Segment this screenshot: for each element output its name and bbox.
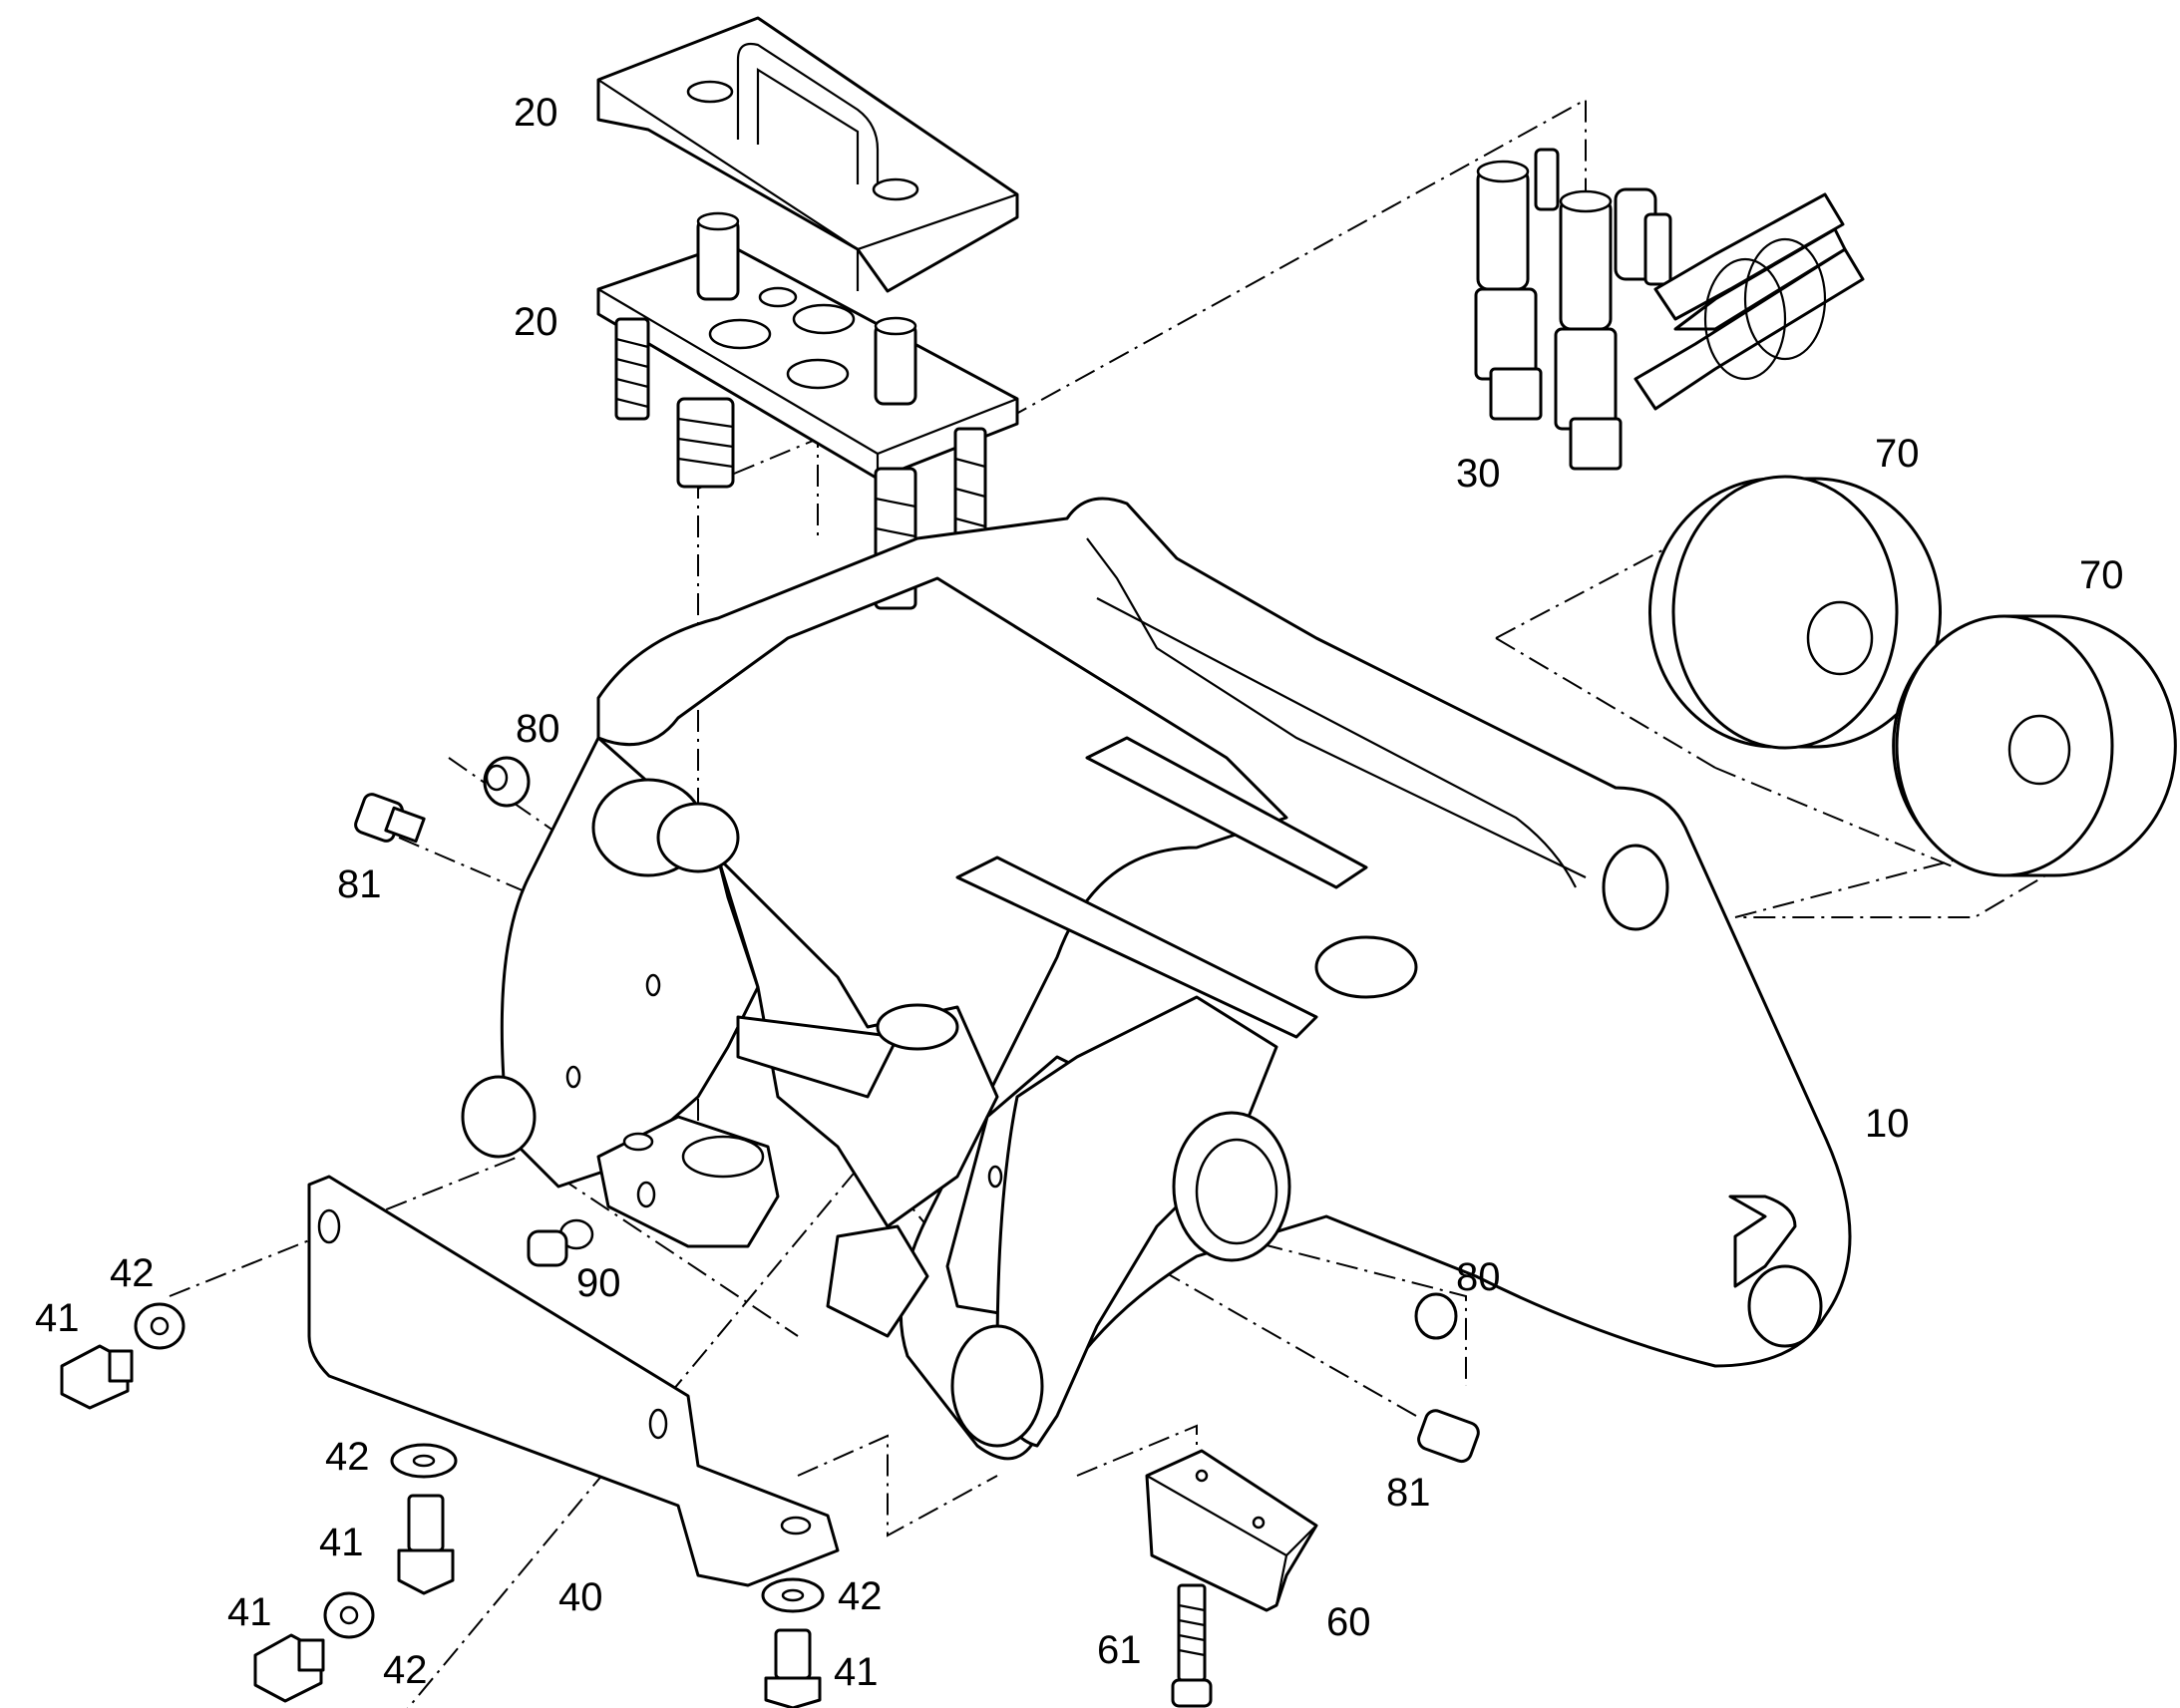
label-bolt-lower-left: 41 — [227, 1590, 272, 1634]
guard-plate-part — [307, 1175, 840, 1587]
label-wedge-screw: 61 — [1097, 1628, 1142, 1672]
label-guard-plate: 40 — [558, 1575, 603, 1619]
label-washer-upper-left: 42 — [110, 1251, 155, 1295]
label-sleeve-left: 80 — [516, 707, 560, 751]
sleeve-screw-parts — [354, 756, 1480, 1464]
label-wedge-block: 60 — [1326, 1600, 1371, 1644]
label-screw-right: 81 — [1386, 1471, 1431, 1515]
disc-parts — [1647, 475, 2177, 877]
wedge-parts — [1145, 1449, 1318, 1708]
hose-fittings-part — [1474, 148, 1865, 471]
top-cover-part — [596, 16, 1019, 293]
label-plug: 90 — [576, 1261, 621, 1305]
part-labels: 20 20 30 70 70 10 80 81 80 81 90 40 42 4… — [35, 91, 2124, 1694]
label-washer-bottom: 42 — [838, 1574, 883, 1618]
label-sleeve-right: 80 — [1456, 1255, 1501, 1299]
label-screw-left: 81 — [337, 862, 382, 906]
label-washer-mid: 42 — [325, 1435, 370, 1479]
label-disc-lower: 70 — [2079, 553, 2124, 597]
label-disc-upper: 70 — [1875, 432, 1920, 476]
label-top-cover: 20 — [514, 91, 558, 135]
label-washer-lower-left: 42 — [383, 1648, 428, 1692]
label-frame: 10 — [1865, 1102, 1910, 1146]
label-bolt-bottom: 41 — [834, 1650, 879, 1694]
label-bolt-upper-left: 41 — [35, 1296, 80, 1340]
coupling-plate-part — [596, 211, 1019, 610]
label-bolt-mid: 41 — [319, 1521, 364, 1564]
bolt-washer-parts — [60, 1302, 825, 1708]
label-hose-fittings: 30 — [1456, 452, 1501, 496]
frame-part — [461, 497, 1852, 1461]
label-coupling-plate: 20 — [514, 300, 558, 344]
